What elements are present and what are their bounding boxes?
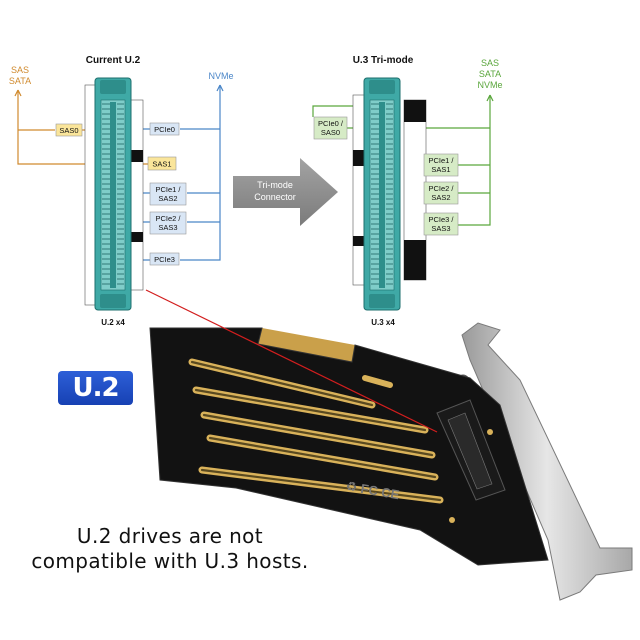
u3-tri-lines: [312, 94, 494, 226]
u3-diagram: U.3 Tri-mode SAS SATA NVMe PCIe0 /SAS0: [312, 55, 503, 327]
u2-label-boxes: SAS0 PCIe0 SAS1 PCIe1 /SAS2 PCIe2 /SAS3 …: [55, 122, 187, 266]
u2-pcie1-label: PCIe1 /SAS2: [155, 185, 181, 203]
u3-sas-label: SAS: [481, 58, 499, 68]
u2-sas1-label: SAS1: [152, 160, 171, 169]
u2-pin-column-right: [130, 99, 144, 291]
u3-sata-label: SATA: [479, 69, 501, 79]
u3-pcie1-label: PCIe1 /SAS1: [428, 156, 454, 174]
u3-label-boxes: PCIe0 /SAS0 PCIe1 /SAS1 PCIe2 /SAS2 PCIe…: [313, 116, 459, 236]
u2-caption: U.2 x4: [101, 318, 125, 327]
tri-mode-arrow: Tri-mode Connector: [233, 158, 338, 226]
note-line-2: compatible with U.3 hosts.: [31, 549, 309, 573]
u3-caption: U.3 x4: [371, 318, 395, 327]
note-line-1: U.2 drives are not: [76, 524, 264, 548]
u3-pcie3-label: PCIe3 /SAS3: [428, 215, 454, 233]
u2-pins: [102, 103, 124, 285]
u2-pcie3-label: PCIe3: [154, 255, 175, 264]
u3-pins: [371, 103, 393, 285]
arrow-label-2: Connector: [254, 192, 296, 202]
compatibility-note: U.2 drives are not compatible with U.3 h…: [20, 524, 320, 574]
u2-pcie0-label: PCIe0: [154, 125, 175, 134]
u2-title: Current U.2: [86, 55, 141, 66]
u2-nvme-label: NVMe: [208, 71, 233, 81]
arrow-label-1: Tri-mode: [257, 180, 293, 190]
pcie-gold-fingers: [258, 328, 355, 362]
u3-pcie0-label: PCIe0 /SAS0: [318, 119, 344, 137]
u2-pcie2-label: PCIe2 /SAS3: [155, 214, 181, 232]
u2-sata-label: SATA: [9, 76, 31, 86]
u3-title: U.3 Tri-mode: [353, 55, 414, 66]
pointer-line: [145, 289, 438, 433]
u2-badge: U.2: [58, 371, 133, 405]
u3-nvme-label: NVMe: [477, 80, 502, 90]
u3-pcie2-label: PCIe2 /SAS2: [428, 184, 454, 202]
pcie-adapter-card: ♻ FC CE: [145, 289, 633, 601]
u2-sas0-label: SAS0: [59, 126, 78, 135]
u2-diagram: Current U.2 SAS SATA NVMe: [9, 55, 234, 327]
metal-bracket: [461, 322, 633, 601]
u2-sas-label: SAS: [11, 65, 29, 75]
